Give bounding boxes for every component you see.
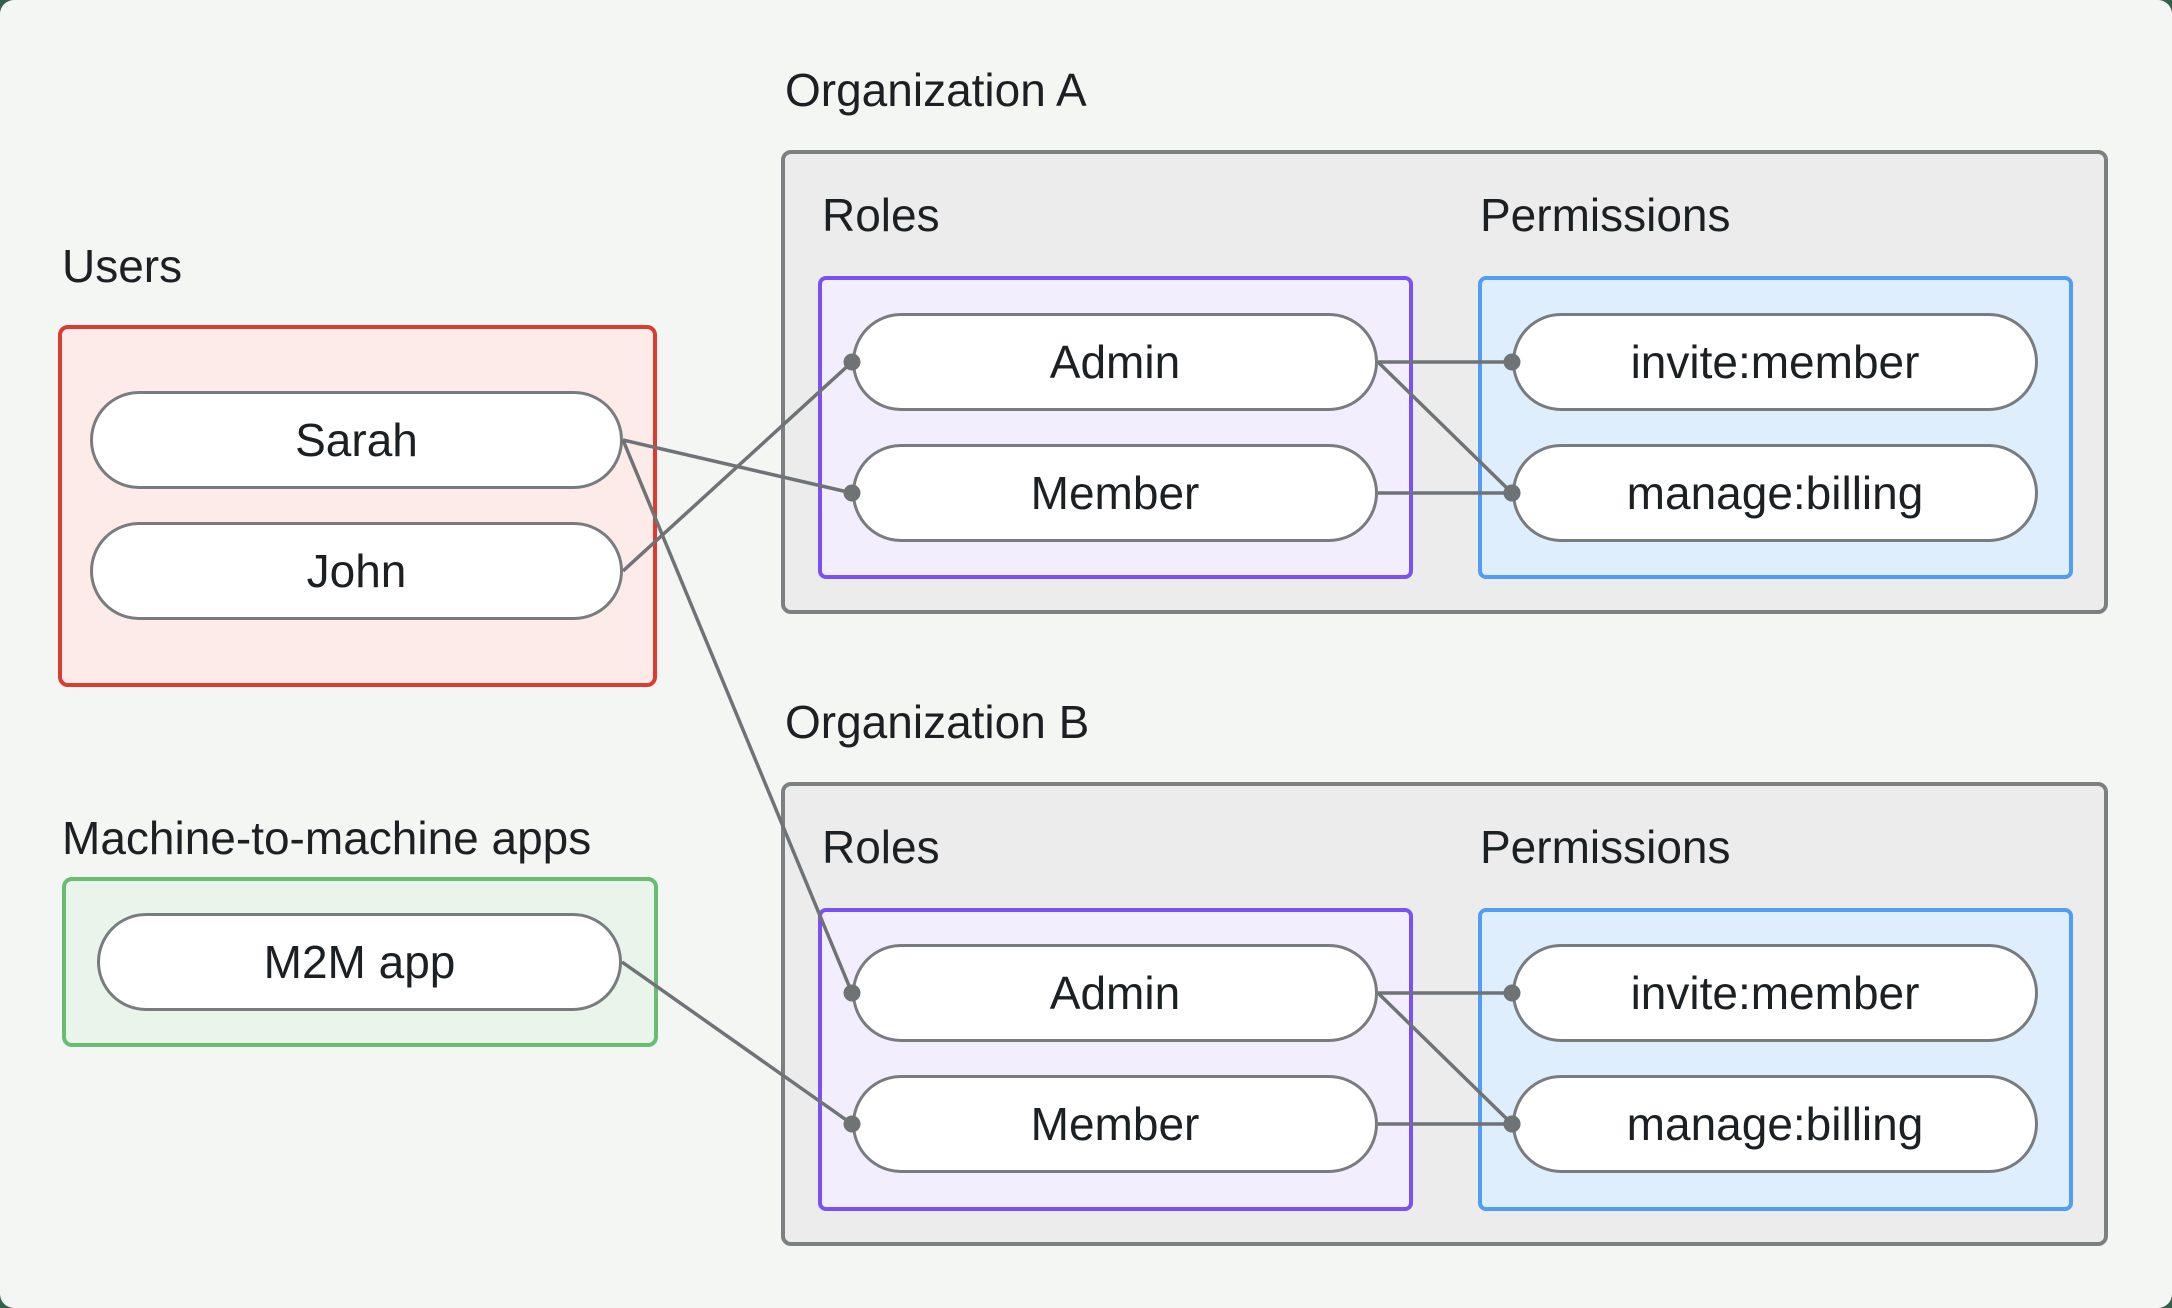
- m2m-section-label: Machine-to-machine apps: [62, 812, 592, 864]
- permission-node-org-a-manage-billing: manage:billing: [1512, 444, 2038, 542]
- user-node-john: John: [90, 522, 623, 620]
- users-group-box: [58, 325, 657, 687]
- m2m-app-node: M2M app: [97, 913, 622, 1011]
- org-b-title: Organization B: [785, 696, 1090, 748]
- user-node-sarah-label: Sarah: [295, 414, 418, 466]
- permission-node-org-b-manage-billing-label: manage:billing: [1626, 1098, 1924, 1150]
- org-a-roles-label: Roles: [822, 189, 940, 241]
- role-node-org-b-member: Member: [852, 1075, 1378, 1173]
- role-node-org-b-admin-label: Admin: [1049, 967, 1181, 1019]
- m2m-app-node-label: M2M app: [263, 936, 456, 988]
- role-node-org-a-member-label: Member: [1030, 467, 1200, 519]
- role-node-org-a-admin-label: Admin: [1049, 336, 1181, 388]
- permission-node-org-b-invite-member: invite:member: [1512, 944, 2038, 1042]
- user-node-sarah: Sarah: [90, 391, 623, 489]
- role-node-org-b-member-label: Member: [1030, 1098, 1200, 1150]
- permission-node-org-b-invite-member-label: invite:member: [1630, 967, 1920, 1019]
- users-section-label: Users: [62, 240, 183, 292]
- role-node-org-b-admin: Admin: [852, 944, 1378, 1042]
- role-node-org-a-admin: Admin: [852, 313, 1378, 411]
- permission-node-org-a-invite-member-label: invite:member: [1630, 336, 1920, 388]
- user-node-john-label: John: [306, 545, 407, 597]
- permission-node-org-a-invite-member: invite:member: [1512, 313, 2038, 411]
- permission-node-org-b-manage-billing: manage:billing: [1512, 1075, 2038, 1173]
- org-a-permissions-label: Permissions: [1480, 189, 1731, 241]
- permission-node-org-a-manage-billing-label: manage:billing: [1626, 467, 1924, 519]
- org-a-title: Organization A: [785, 64, 1087, 116]
- role-node-org-a-member: Member: [852, 444, 1378, 542]
- org-b-roles-label: Roles: [822, 821, 940, 873]
- org-b-permissions-label: Permissions: [1480, 821, 1731, 873]
